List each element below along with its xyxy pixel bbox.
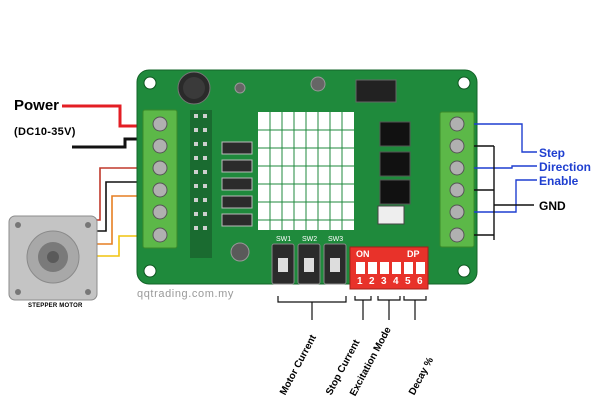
signal-wires [474,123,537,213]
step-label: Step [539,146,566,160]
dip-number-1: 1 [357,276,363,287]
power-spec-label: (DC10-35V) [14,126,76,138]
power-wires [62,104,143,149]
sw3-label: SW3 [328,236,344,243]
dip-number-2: 2 [369,276,375,287]
pcb-board [136,69,478,290]
dip-number-6: 6 [417,276,423,287]
setting-brackets [277,296,427,320]
website-label: qqtrading.com.my [137,288,235,300]
stepper-motor [8,215,98,301]
sw1-label: SW1 [276,236,292,243]
gnd-label: GND [539,199,566,213]
stepper-motor-label: STEPPER MOTOR [28,303,83,309]
sw2-label: SW2 [302,236,318,243]
dip-number-3: 3 [381,276,387,287]
power-label: Power [14,97,60,114]
gnd-wires [474,145,534,240]
dip-number-5: 5 [405,276,411,287]
dip-on-label: ON [356,249,370,259]
dip-dp-label: DP [407,249,420,259]
direction-label: Direction [539,160,592,174]
dip-number-4: 4 [393,276,399,287]
enable-label: Enable [539,174,579,188]
